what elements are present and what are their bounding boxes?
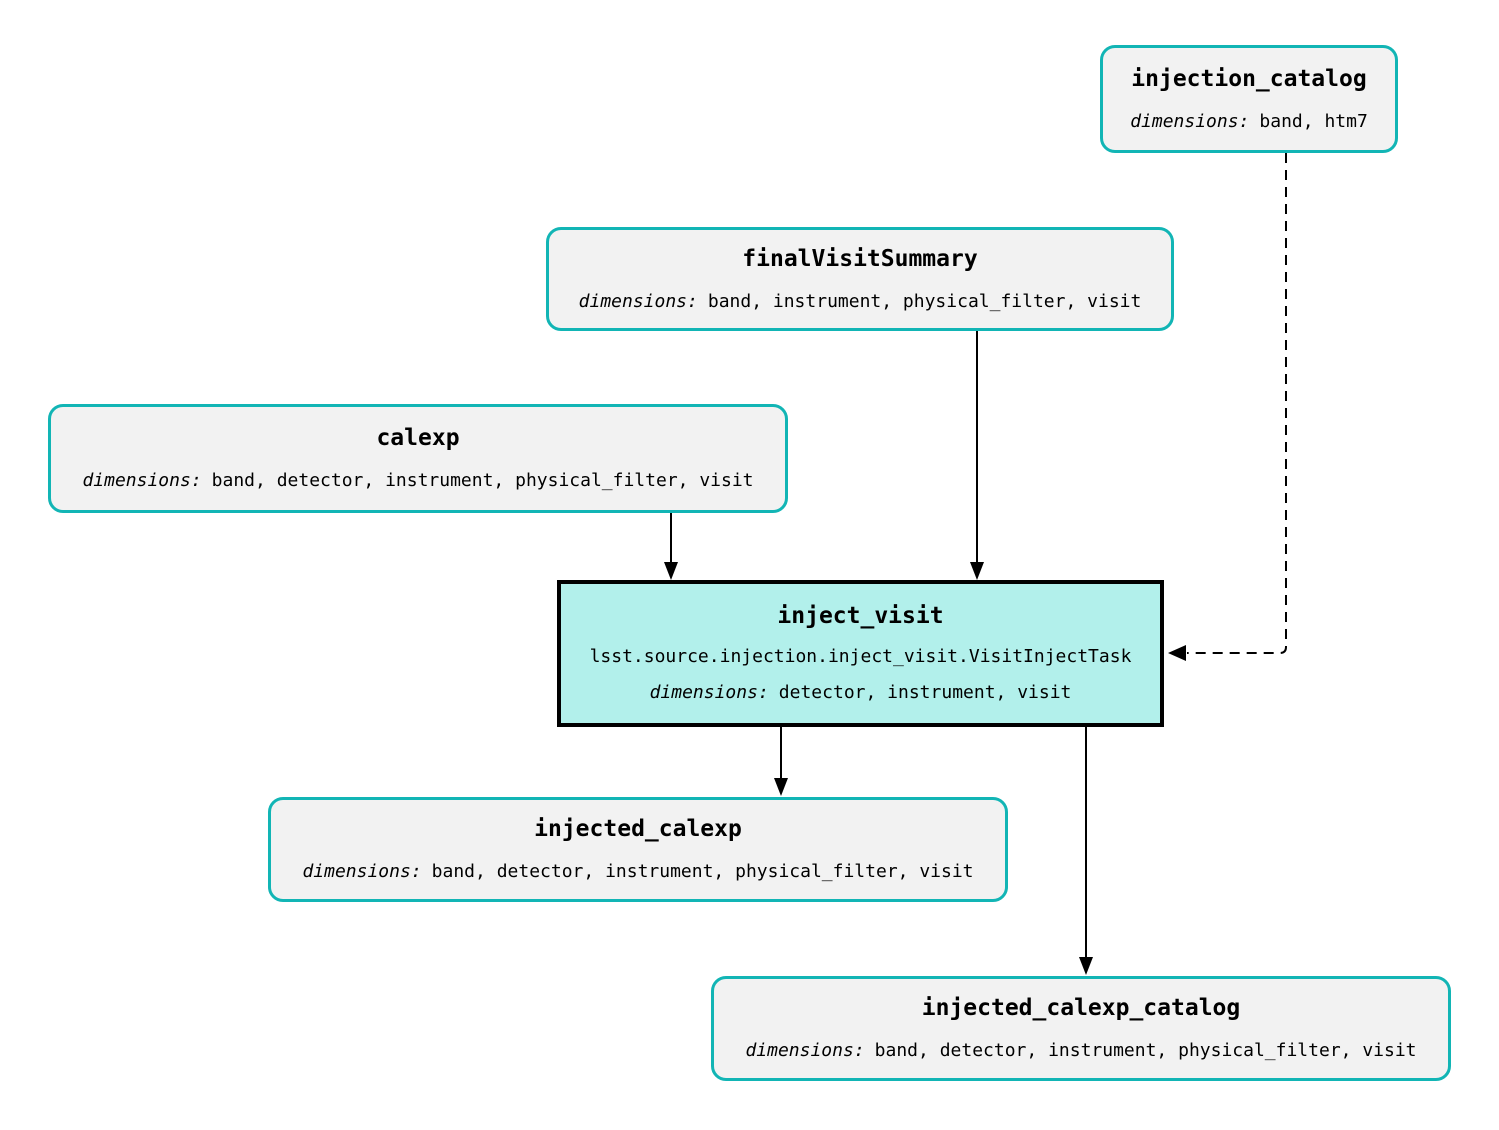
dimensions-value: band, htm7 bbox=[1259, 110, 1368, 132]
node-dimensions: dimensions: band, detector, instrument, p… bbox=[302, 861, 973, 883]
node-title: injected_calexp bbox=[534, 816, 742, 843]
arrowhead-icon bbox=[774, 778, 788, 796]
node-dimensions: dimensions: band, instrument, physical_fi… bbox=[579, 291, 1142, 313]
arrowhead-icon bbox=[970, 562, 984, 580]
edge-calexp-to-inject-visit bbox=[664, 513, 678, 580]
node-dimensions: dimensions: band, detector, instrument, p… bbox=[745, 1040, 1416, 1062]
edge-inject-visit-to-injected-calexp bbox=[774, 727, 788, 796]
dimensions-label: dimensions: bbox=[578, 290, 698, 312]
dimensions-value: band, detector, instrument, physical_fil… bbox=[874, 1040, 1417, 1061]
node-finalvisitsummary: finalVisitSummary dimensions: band, instr… bbox=[546, 227, 1174, 331]
node-injected-calexp: injected_calexp dimensions: band, detecto… bbox=[268, 797, 1008, 902]
dimensions-label: dimensions: bbox=[745, 1040, 865, 1061]
node-dimensions: dimensions: band, htm7 bbox=[1130, 111, 1368, 133]
node-title: injected_calexp_catalog bbox=[921, 995, 1241, 1022]
node-dimensions: dimensions: band, detector, instrument, p… bbox=[82, 470, 753, 492]
node-calexp: calexp dimensions: band, detector, instru… bbox=[48, 404, 788, 513]
node-title: finalVisitSummary bbox=[742, 245, 978, 272]
edge-finalvisitsummary-to-inject-visit bbox=[970, 331, 984, 580]
edge-inject-visit-to-injected-calexp-catalog bbox=[1079, 727, 1093, 975]
arrowhead-icon bbox=[664, 562, 678, 580]
dimensions-label: dimensions: bbox=[302, 861, 422, 882]
dimensions-label: dimensions: bbox=[82, 470, 202, 491]
arrowhead-icon bbox=[1079, 957, 1093, 975]
node-dimensions: dimensions: detector, instrument, visit bbox=[650, 682, 1072, 704]
node-title: inject_visit bbox=[777, 603, 944, 630]
dimensions-label: dimensions: bbox=[649, 682, 769, 704]
node-title: calexp bbox=[376, 425, 460, 452]
task-class-path: lsst.source.injection.inject_visit.Visit… bbox=[589, 645, 1132, 667]
dimensions-value: band, detector, instrument, physical_fil… bbox=[211, 470, 754, 491]
edge-injection-catalog-to-inject-visit bbox=[1168, 153, 1287, 661]
arrowhead-icon bbox=[1168, 645, 1186, 661]
dimensions-value: band, detector, instrument, physical_fil… bbox=[431, 861, 974, 882]
dimensions-value: detector, instrument, visit bbox=[778, 682, 1072, 704]
node-injected-calexp-catalog: injected_calexp_catalog dimensions: band,… bbox=[711, 976, 1451, 1081]
node-injection-catalog: injection_catalog dimensions: band, htm7 bbox=[1100, 45, 1398, 153]
node-title: injection_catalog bbox=[1131, 65, 1367, 92]
node-inject-visit-task: inject_visit lsst.source.injection.injec… bbox=[557, 580, 1164, 727]
dimensions-value: band, instrument, physical_filter, visit bbox=[707, 290, 1142, 312]
dimensions-label: dimensions: bbox=[1130, 110, 1250, 132]
